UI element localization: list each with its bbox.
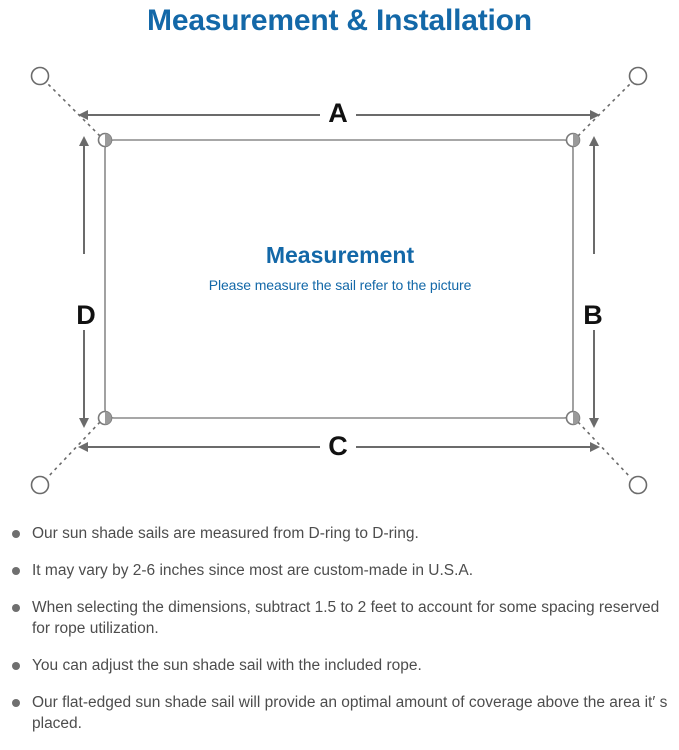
anchor-ring-icon (628, 66, 648, 86)
list-item: It may vary by 2-6 inches since most are… (0, 560, 679, 581)
list-item: When selecting the dimensions, subtract … (0, 597, 679, 639)
bullet-icon (12, 662, 20, 670)
note-text: You can adjust the sun shade sail with t… (32, 657, 422, 674)
rope-bottom-left (46, 421, 101, 479)
anchor-ring-icon (30, 66, 50, 86)
dimension-label-b: B (575, 300, 611, 330)
measurement-diagram: Measurement Please measure the sail refe… (0, 46, 679, 516)
note-text: Our sun shade sails are measured from D-… (32, 525, 419, 542)
sail-caption-title: Measurement (265, 242, 415, 268)
rope-bottom-right (577, 421, 632, 479)
rope-top-left (46, 82, 101, 137)
dimension-label-a: A (320, 98, 356, 128)
anchor-ring-icon (628, 475, 648, 495)
bullet-icon (12, 604, 20, 612)
list-item: You can adjust the sun shade sail with t… (0, 655, 679, 676)
dimension-label-c: C (320, 431, 356, 461)
sail-caption-subtitle: Please measure the sail refer to the pic… (208, 277, 472, 293)
anchor-ring-icon (30, 475, 50, 495)
list-item: Our sun shade sails are measured from D-… (0, 523, 679, 544)
bullet-icon (12, 567, 20, 575)
page-title: Measurement & Installation (147, 4, 532, 37)
bullet-icon (12, 699, 20, 707)
note-text: Our flat-edged sun shade sail will provi… (32, 694, 668, 732)
notes-list: Our sun shade sails are measured from D-… (0, 523, 679, 750)
sail-rectangle (104, 139, 574, 419)
note-text: It may vary by 2-6 inches since most are… (32, 562, 474, 579)
note-text: When selecting the dimensions, subtract … (32, 599, 660, 637)
rope-top-right (577, 82, 632, 137)
bullet-icon (12, 530, 20, 538)
dimension-label-d: D (68, 300, 104, 330)
list-item: Our flat-edged sun shade sail will provi… (0, 692, 679, 734)
sail-center-caption: Measurement Please measure the sail refe… (140, 241, 540, 295)
